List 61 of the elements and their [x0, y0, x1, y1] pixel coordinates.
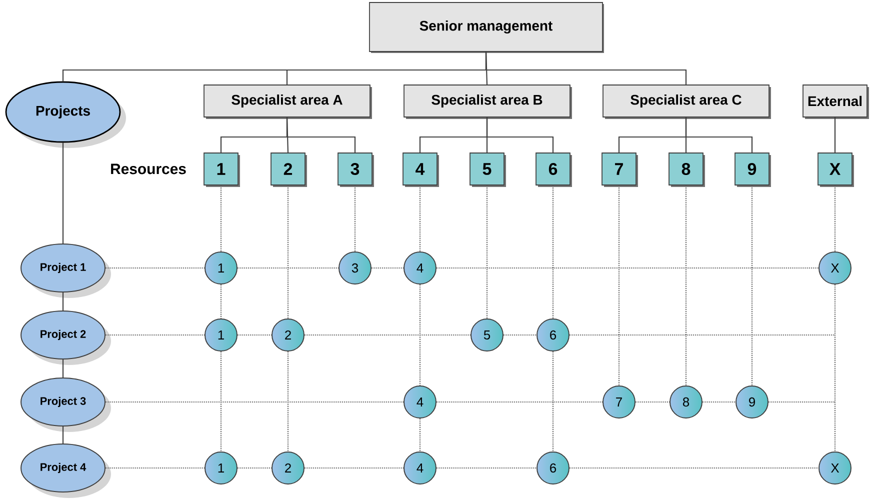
connector-line [685, 117, 753, 153]
dotted-line [238, 267, 338, 269]
dotted-line [436, 267, 818, 269]
dotted-line [106, 334, 204, 336]
dotted-line [552, 185, 554, 318]
resource-square: 2 [270, 152, 307, 187]
dotted-line [220, 352, 222, 452]
dotted-line [287, 352, 289, 452]
dotted-line [618, 185, 620, 386]
resource-square: 5 [470, 152, 506, 187]
heading-box: Specialist area C [602, 84, 771, 119]
dotted-line [419, 185, 421, 252]
dotted-line [238, 467, 272, 469]
resource-square: 6 [536, 152, 572, 187]
dotted-line [685, 185, 687, 386]
dotted-line [768, 401, 835, 403]
resource-square: 7 [602, 152, 638, 187]
dotted-line [702, 401, 736, 403]
dotted-line [354, 185, 356, 252]
dotted-line [220, 284, 222, 318]
dotted-line [636, 401, 670, 403]
resource-square: 9 [734, 152, 771, 187]
connector-line [486, 117, 554, 153]
dotted-line [751, 185, 753, 386]
connector-line [62, 426, 64, 444]
connector-line [834, 117, 836, 153]
connector-line [62, 142, 64, 244]
resource-square: 4 [402, 152, 439, 187]
dotted-line [552, 352, 554, 452]
connector-line [485, 52, 687, 85]
dotted-line [287, 185, 289, 318]
dotted-line [106, 267, 204, 269]
heading-box: Specialist area A [204, 84, 372, 119]
heading-box: External [802, 84, 869, 119]
dotted-line [436, 401, 602, 403]
dotted-line [419, 284, 421, 386]
heading-box: Specialist area B [404, 84, 572, 119]
heading-box: Senior management [369, 2, 604, 53]
dotted-line [436, 467, 536, 469]
connector-line [62, 292, 64, 310]
connector-line [62, 360, 64, 378]
resource-square: 8 [668, 152, 705, 187]
dotted-line [486, 185, 488, 318]
dotted-line [220, 185, 222, 252]
dotted-line [304, 334, 470, 336]
dotted-line [304, 467, 404, 469]
dotted-line [570, 467, 818, 469]
dotted-line [238, 334, 272, 336]
dotted-line [504, 334, 536, 336]
resource-square: 3 [338, 152, 374, 187]
dotted-line [570, 334, 835, 336]
resource-square: X [818, 152, 854, 187]
resource-square: 1 [204, 152, 240, 187]
dotted-line [834, 185, 836, 252]
dotted-line [372, 267, 404, 269]
connector-line [286, 117, 356, 153]
dotted-line [106, 401, 404, 403]
row-label: Resources [111, 164, 186, 174]
dotted-line [834, 284, 836, 452]
dotted-line [419, 418, 421, 452]
dotted-line [106, 467, 204, 469]
